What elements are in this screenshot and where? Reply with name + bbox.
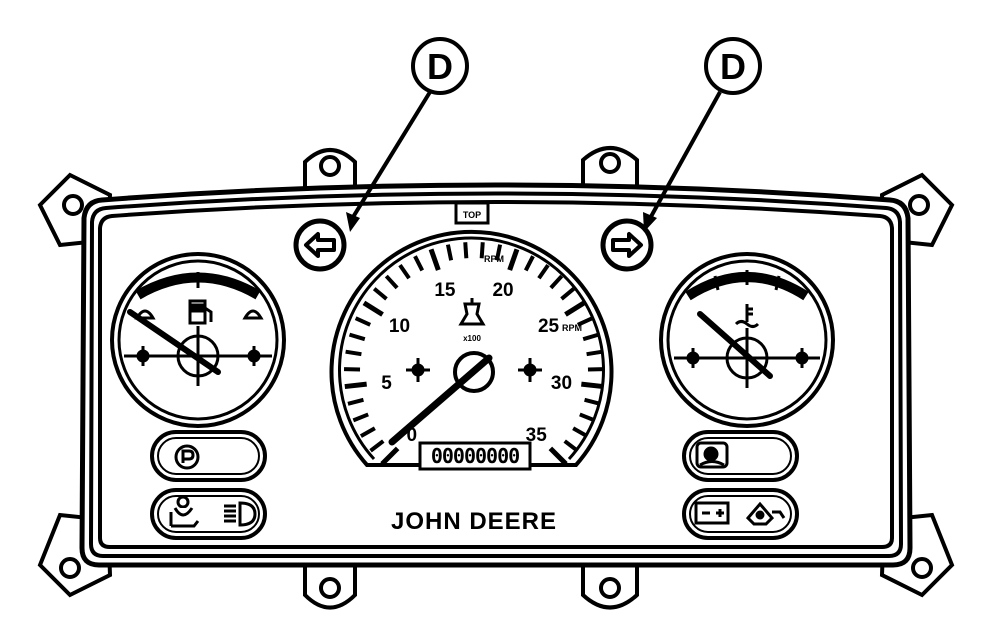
indicator-pod-seat-headlight: [150, 488, 267, 540]
turn-right-icon: [600, 218, 654, 272]
tachometer-tick: [369, 439, 385, 453]
tachometer-inner-rim: [338, 236, 605, 461]
seat-switch-icon: [169, 495, 200, 528]
tachometer-tick: [537, 264, 550, 280]
tachometer-tick: [384, 274, 399, 290]
tachometer: 0 5 10 15 20 25 30 35 RPM RPM x100 00000000: [329, 229, 614, 471]
tachometer-scale-label: 25: [538, 316, 560, 337]
callout-left: D: [346, 37, 469, 232]
tachometer-tick: [563, 439, 579, 453]
coolant-temperature-icon: [734, 304, 760, 328]
tachometer-tick: [372, 287, 388, 301]
tachometer-tick: [572, 426, 589, 438]
turn-left-icon: [293, 218, 347, 272]
tachometer-tick: [581, 381, 604, 390]
top-marker-label: TOP: [463, 210, 481, 220]
tachometer-tick: [560, 287, 576, 301]
tachometer-tick: [380, 446, 400, 466]
tachometer-tick: [347, 397, 364, 406]
mounting-holes: [59, 152, 933, 599]
tachometer-rpm-label-side: RPM: [562, 323, 582, 333]
tachometer-scale-label: 10: [389, 316, 410, 337]
tachometer-ticks: [343, 242, 605, 466]
odometer-reading: 00000000: [431, 444, 519, 468]
tachometer-tick: [548, 446, 568, 466]
indicator-pod-air-filter: [682, 430, 799, 482]
tachometer-scale-label: 35: [526, 425, 548, 446]
tachometer-crosshair: [406, 358, 542, 382]
tachometer-scale-label: 0: [406, 425, 417, 446]
tachometer-tick: [413, 255, 425, 272]
tachometer-face: [329, 229, 614, 467]
tachometer-tick: [362, 300, 384, 317]
callout-right: D: [643, 37, 762, 232]
tachometer-tick: [345, 349, 362, 357]
odometer: 00000000: [418, 441, 532, 471]
temperature-gauge-needle: [697, 311, 773, 379]
tachometer-scale-labels: 0 5 10 15 20 25 30 35: [381, 280, 572, 446]
parking-brake-icon: [174, 444, 200, 470]
indicator-pod-battery-oil: [682, 488, 799, 540]
tachometer-scale-label: 5: [381, 373, 392, 394]
indicator-pod-parking-brake: [150, 430, 267, 482]
tachometer-scale-label: 20: [492, 280, 513, 301]
temperature-gauge-ticks: [713, 270, 781, 291]
tachometer-multiplier: x100: [463, 334, 481, 343]
tachometer-needle: [388, 354, 493, 446]
tachometer-rpm-label-top: RPM: [484, 254, 504, 264]
tachometer-tick: [523, 255, 535, 272]
callout-letter: D: [720, 46, 746, 87]
tachometer-tick: [507, 248, 520, 271]
tachometer-tick: [586, 349, 603, 357]
tachometer-tick: [564, 300, 586, 317]
tachometer-tick: [344, 381, 367, 390]
top-marker: TOP: [454, 201, 490, 225]
tachometer-tick: [359, 426, 376, 438]
oil-pressure-icon: [745, 501, 786, 526]
tachometer-tick: [445, 244, 454, 261]
bezel-inner: [98, 200, 894, 549]
tachometer-tick: [354, 316, 372, 327]
callout-letter: D: [427, 46, 453, 87]
tachometer-tick: [584, 397, 601, 406]
headlight-icon: [224, 501, 257, 527]
tachometer-tick: [549, 274, 564, 290]
tachometer-tick: [463, 242, 469, 259]
tachometer-tick: [582, 332, 600, 342]
fuel-gauge: [110, 252, 286, 428]
fuel-icon: [188, 299, 213, 325]
tachometer-tick: [428, 248, 441, 271]
fuel-gauge-needle: [127, 309, 221, 375]
tachometer-scale-label: 30: [551, 373, 572, 394]
air-filter-icon: [695, 441, 729, 469]
tachometer-tick: [348, 332, 366, 342]
brand-logo-text: JOHN DEERE: [391, 508, 557, 535]
tachometer-tick: [479, 242, 485, 259]
tachometer-tick: [352, 412, 369, 423]
fuel-full-mark: [242, 309, 264, 320]
tachometer-tick: [579, 412, 596, 423]
tachometer-tick: [494, 244, 503, 261]
battery-icon: [694, 501, 730, 525]
tachometer-scale-label: 15: [434, 280, 456, 301]
tachometer-tick: [398, 264, 411, 280]
bezel-middle: [88, 191, 904, 558]
temperature-gauge: [659, 252, 835, 428]
engine-warning-icon: [458, 298, 486, 326]
tachometer-tick: [576, 316, 594, 327]
